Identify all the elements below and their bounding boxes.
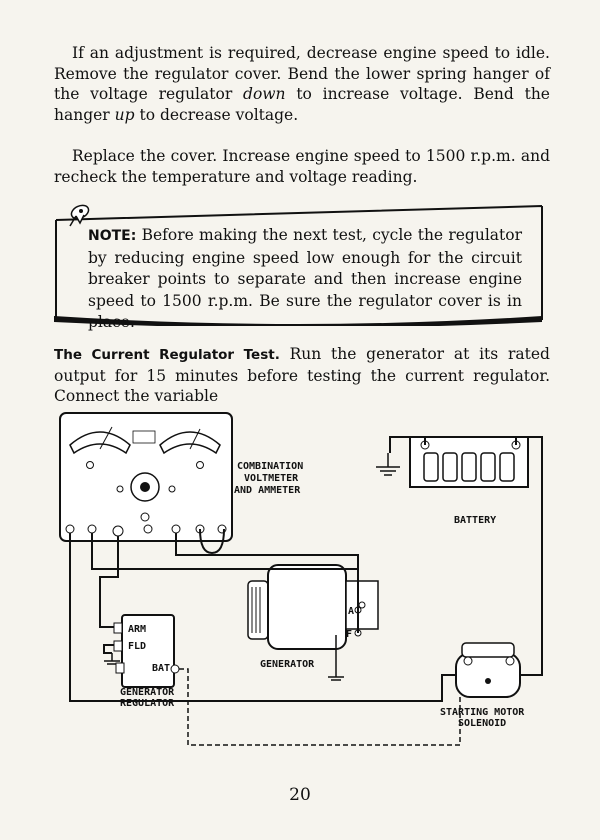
starting-motor-solenoid [455, 642, 521, 698]
terminal-f-label: F [346, 629, 352, 640]
combination-meter [59, 412, 233, 555]
ground-symbol [328, 667, 344, 681]
regulator-label-2: REGULATOR [120, 698, 175, 709]
dashed-wire [179, 668, 461, 746]
fld-label: FLD [128, 641, 146, 652]
battery-label: BATTERY [454, 515, 496, 526]
replace-cover-paragraph: Replace the cover. Increase engine speed… [54, 147, 550, 186]
ground-symbol [104, 653, 120, 665]
bat-label: BAT [152, 663, 170, 674]
note-box: NOTE: Before making the next test, cycle… [48, 198, 544, 331]
note-text: NOTE: Before making the next test, cycle… [88, 226, 522, 331]
arm-label: ARM [128, 624, 146, 635]
terminal-a-label: A [348, 606, 354, 617]
solenoid-label-2: SOLENOID [458, 718, 506, 729]
pushpin-icon [69, 204, 90, 227]
wiring [69, 436, 543, 702]
wiring-diagram: COMBINATION VOLTMETER AND AMMETER BATTER… [59, 412, 543, 746]
regulator-label-1: GENERATOR [120, 687, 175, 698]
generator-regulator [113, 614, 180, 688]
ground-symbol [376, 453, 400, 476]
current-regulator-test-paragraph: The Current Regulator Test. Run the gene… [54, 345, 550, 405]
meter-label-3: AND AMMETER [234, 485, 301, 496]
page-number: 20 [289, 785, 311, 805]
meter-label-2: VOLTMETER [244, 473, 299, 484]
ammeter-dial [69, 431, 131, 455]
solenoid-label-1: STARTING MOTOR [440, 707, 525, 718]
meter-label-1: COMBINATION [237, 461, 303, 472]
battery [409, 436, 529, 488]
voltmeter-dial [159, 431, 221, 455]
note-frame [54, 204, 543, 326]
generator-label: GENERATOR [260, 659, 315, 670]
adjustment-paragraph: If an adjustment is required, decrease e… [54, 44, 550, 124]
generator [247, 564, 379, 667]
